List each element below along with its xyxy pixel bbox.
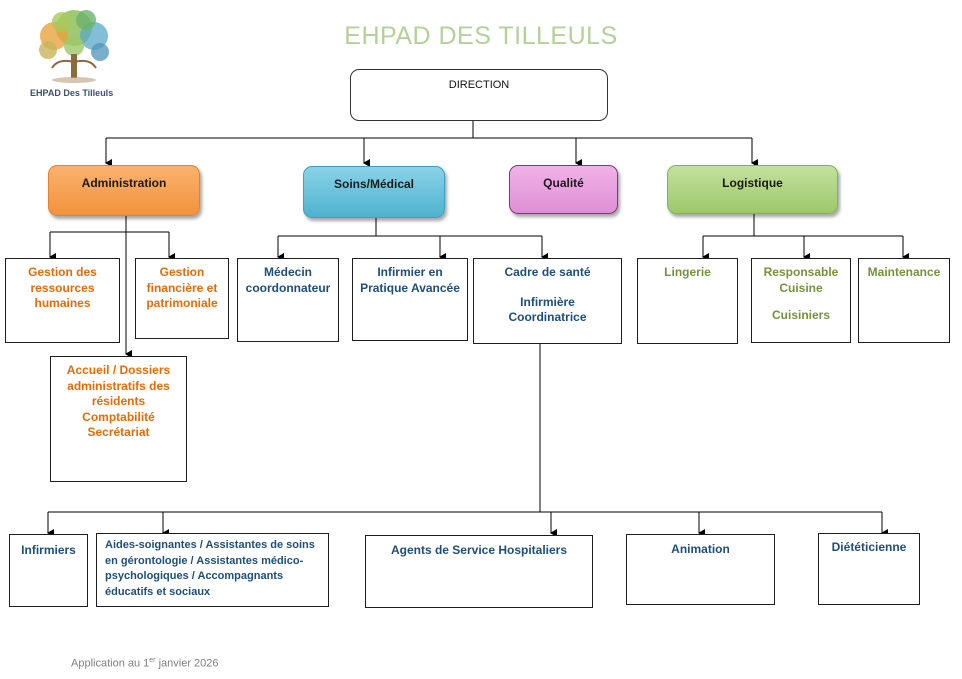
- unit-finance-label: Gestion financière et patrimoniale: [146, 265, 218, 311]
- footer-text-end: janvier 2026: [155, 657, 219, 670]
- staff-ash-label: Agents de Service Hospitaliers: [390, 543, 568, 557]
- unit-ipa: Infirmier en Pratique Avancée: [352, 258, 468, 341]
- unit-comptabilite-label: Comptabilité: [82, 409, 155, 424]
- unit-lingerie: Lingerie: [637, 258, 738, 344]
- dept-soins-label: Soins/Médical: [333, 177, 415, 191]
- unit-cadre: Cadre de santé Infirmière Coordinatrice: [473, 258, 622, 344]
- unit-cuisine: Responsable Cuisine Cuisiniers: [751, 258, 851, 343]
- staff-dieteticienne-label: Diététicienne: [831, 540, 907, 554]
- unit-idec-label: Infirmière Coordinatrice: [508, 294, 587, 325]
- unit-lingerie-label: Lingerie: [664, 265, 711, 279]
- dept-logistique-label: Logistique: [722, 176, 783, 190]
- unit-cadre-label: Cadre de santé: [504, 265, 591, 279]
- unit-accueil-label: Accueil / Dossiers administratifs des ré…: [66, 363, 171, 409]
- staff-ash: Agents de Service Hospitaliers: [365, 535, 593, 608]
- unit-maintenance: Maintenance: [858, 258, 950, 343]
- footer-text: Application au 1: [71, 657, 150, 670]
- unit-secretariat-label: Secrétariat: [87, 425, 150, 440]
- logo-text: EHPAD Des Tilleuls: [30, 88, 114, 98]
- dept-administration-label: Administration: [81, 176, 167, 190]
- unit-ipa-label: Infirmier en Pratique Avancée: [360, 265, 460, 295]
- staff-aides: Aides-soignantes / Assistantes de soins …: [96, 533, 329, 607]
- staff-infirmiers: Infirmiers: [9, 534, 88, 607]
- dept-qualite-label: Qualité: [543, 176, 584, 190]
- page-title: EHPAD DES TILLEULS: [344, 22, 618, 50]
- footer-note: Application au 1er janvier 2026: [71, 657, 219, 670]
- staff-aides-label: Aides-soignantes / Assistantes de soins …: [105, 539, 315, 598]
- unit-cuisiniers-label: Cuisiniers: [771, 308, 831, 323]
- unit-cuisine-label: Responsable Cuisine: [763, 265, 839, 295]
- staff-dieteticienne: Diététicienne: [818, 533, 920, 605]
- unit-finance: Gestion financière et patrimoniale: [135, 258, 229, 339]
- tree-logo-icon: [39, 10, 109, 83]
- unit-rh: Gestion des ressources humaines: [5, 258, 120, 343]
- staff-infirmiers-label: Infirmiers: [21, 543, 76, 557]
- unit-accueil: Accueil / Dossiers administratifs des ré…: [50, 356, 187, 482]
- footer-sup: er: [149, 657, 156, 664]
- unit-rh-label: Gestion des ressources humaines: [28, 265, 97, 311]
- staff-animation-label: Animation: [671, 542, 730, 556]
- dept-soins: Soins/Médical: [303, 166, 445, 218]
- dept-administration: Administration: [48, 165, 200, 216]
- unit-maintenance-label: Maintenance: [867, 265, 941, 279]
- unit-medecin: Médecin coordonnateur: [237, 258, 339, 342]
- staff-animation: Animation: [626, 534, 775, 605]
- unit-medecin-label: Médecin coordonnateur: [245, 265, 331, 295]
- dept-qualite: Qualité: [509, 165, 618, 214]
- direction-box: DIRECTION: [350, 69, 608, 121]
- dept-logistique: Logistique: [667, 165, 838, 214]
